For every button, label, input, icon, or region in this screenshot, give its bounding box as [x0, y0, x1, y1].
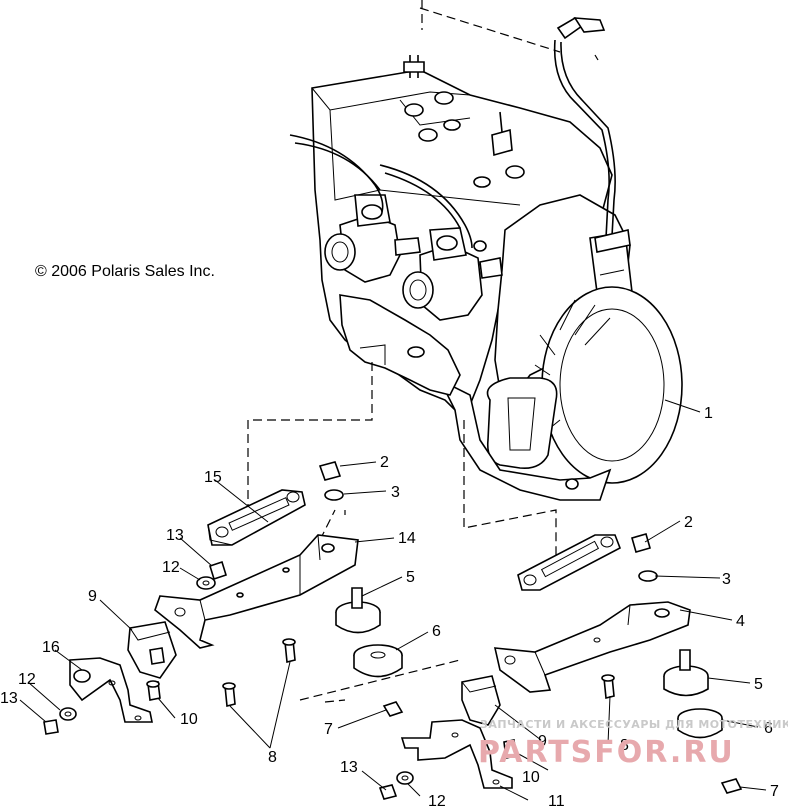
callout-4: 4: [736, 613, 745, 630]
throttle-cables: [289, 134, 473, 249]
callout-15: 15: [204, 469, 222, 486]
callout-13-lower-left: 13: [0, 690, 18, 707]
callout-7-right: 7: [770, 783, 779, 800]
callout-10: 10: [180, 711, 198, 728]
callout-14: 14: [398, 530, 416, 547]
watermark-logo: PARTSFOR.RU: [478, 735, 735, 770]
callout-11: 11: [548, 793, 565, 810]
watermark-tagline: ЗАПЧАСТИ И АКСЕССУАРЫ ДЛЯ МОТОТЕХНИКИ: [480, 718, 788, 731]
callout-3: 3: [391, 484, 400, 501]
callout-8-right: 8: [620, 737, 629, 754]
right-mount-group: [378, 533, 743, 800]
callout-6-right: 6: [764, 720, 773, 737]
callout-7: 7: [324, 721, 333, 738]
callout-3-right: 3: [722, 571, 731, 588]
callout-13-bottom: 13: [340, 759, 358, 776]
callout-12-bottom: 12: [428, 793, 446, 810]
leader-lines: [19, 399, 767, 801]
spark-plug-wire: [553, 16, 631, 253]
callout-13: 13: [166, 527, 184, 544]
left-mount-group: [43, 489, 359, 735]
watermark: ЗАПЧАСТИ И АКСЕССУАРЫ ДЛЯ МОТОТЕХНИКИ PA…: [478, 718, 788, 770]
guide-lines: [247, 0, 599, 703]
callout-5-right: 5: [754, 676, 763, 693]
callout-9-right: 9: [538, 733, 547, 750]
callout-8: 8: [268, 749, 277, 766]
callout-12: 12: [162, 559, 180, 576]
carburetor-left: [324, 194, 421, 283]
copyright-notice: © 2006 Polaris Sales Inc.: [35, 263, 215, 280]
callout-1: 1: [704, 405, 713, 422]
carburetor-right: [402, 227, 503, 321]
callout-labels: 1 2 3 15 14 13 12 9 16 13 12 5 6 10 7 8 …: [0, 405, 779, 810]
callout-16: 16: [42, 639, 60, 656]
callout-5: 5: [406, 569, 415, 586]
callout-9: 9: [88, 588, 97, 605]
callout-6: 6: [432, 623, 441, 640]
callout-2-right: 2: [684, 514, 693, 531]
callout-2: 2: [380, 454, 389, 471]
callout-10-right: 10: [522, 769, 540, 786]
center-mount-group: [318, 461, 404, 717]
callout-12-lower-left: 12: [18, 671, 36, 688]
